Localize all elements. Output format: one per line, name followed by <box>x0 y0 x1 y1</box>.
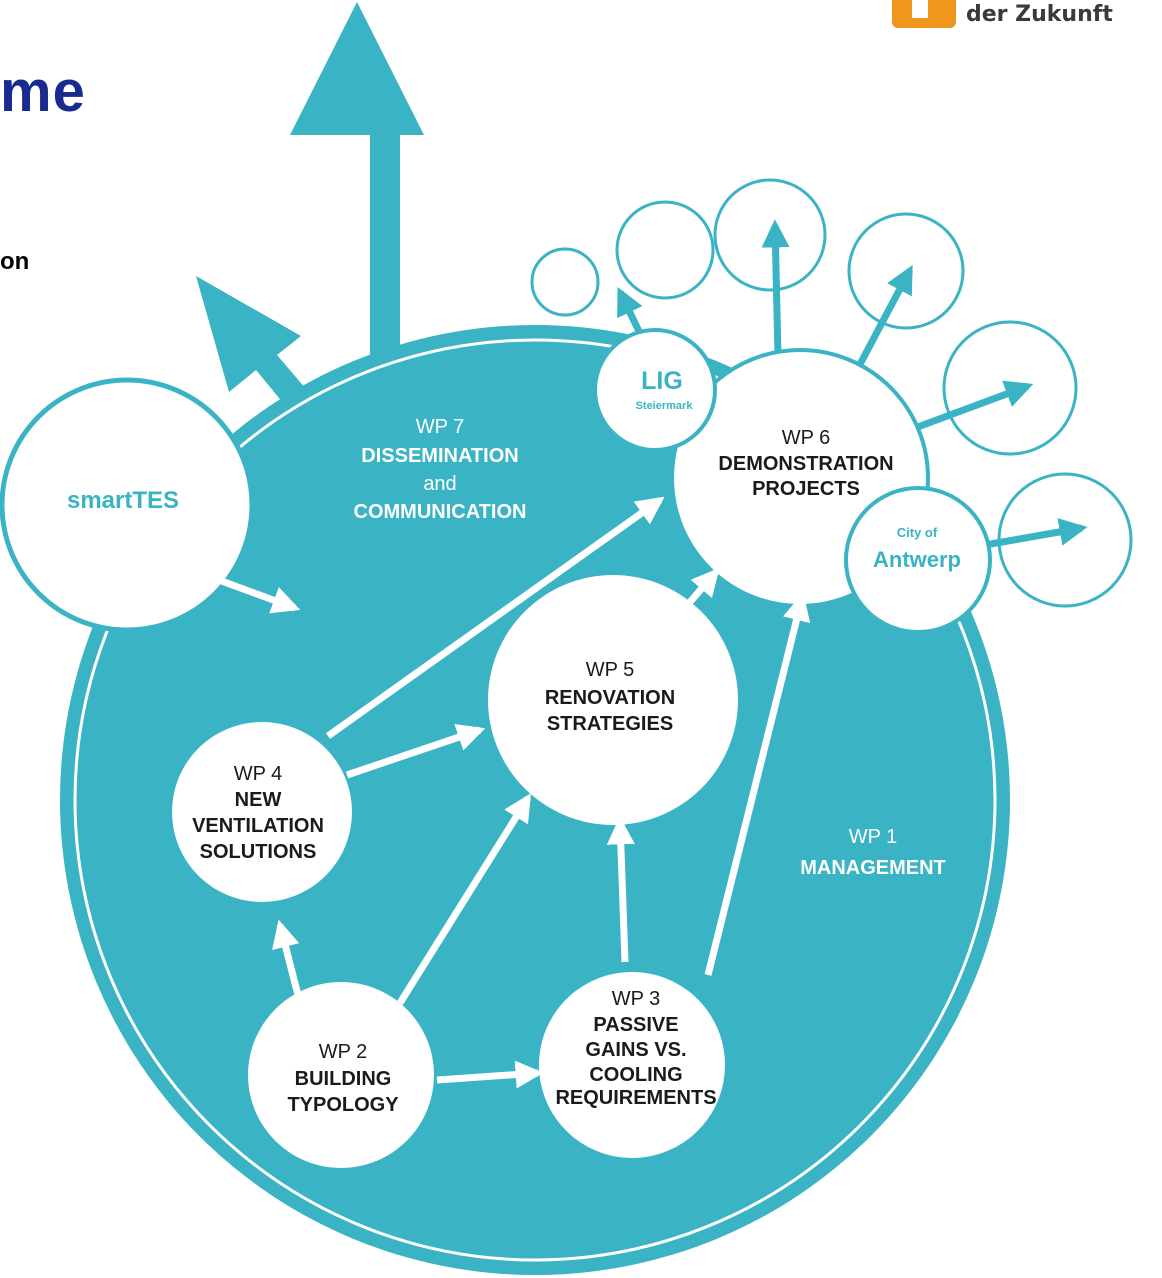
wp1-name: MANAGEMENT <box>800 857 946 879</box>
wp4-line1: NEW <box>235 789 282 811</box>
wp2-line1: BUILDING <box>295 1068 392 1090</box>
wp6-label: WP 6 DEMONSTRATION PROJECTS <box>718 427 893 500</box>
wp1-inner-ring <box>73 338 997 1262</box>
antwerp-label: City of Antwerp <box>873 525 961 572</box>
wp3-line2: GAINS VS. <box>585 1039 686 1061</box>
wp3-line1: PASSIVE <box>593 1014 678 1036</box>
antwerp-name: Antwerp <box>873 547 961 572</box>
wp1-label: WP 1 MANAGEMENT <box>800 826 946 879</box>
wp1-number: WP 1 <box>849 826 898 848</box>
logo-text: der Zukunft <box>966 2 1113 27</box>
wp3-label: WP 3 PASSIVE GAINS VS. COOLING REQUIREME… <box>555 988 716 1109</box>
antwerp-circle <box>844 486 992 634</box>
outer-circle-3 <box>713 178 827 292</box>
wp7-label: WP 7 DISSEMINATION and COMMUNICATION <box>354 416 527 523</box>
logo: der Zukunft <box>880 0 1162 40</box>
wp2-line2: TYPOLOGY <box>287 1094 399 1116</box>
wp5-line2: STRATEGIES <box>547 713 673 735</box>
wp6-number: WP 6 <box>782 427 831 449</box>
big-diagonal-arrow-icon <box>196 276 318 415</box>
lig-name: LIG <box>641 367 683 395</box>
wp5-number: WP 5 <box>586 659 635 681</box>
wp4-label: WP 4 NEW VENTILATION SOLUTIONS <box>192 763 324 863</box>
lig-label: LIG Steiermark <box>636 367 694 412</box>
wp3-number: WP 3 <box>612 988 661 1010</box>
wp7-number: WP 7 <box>416 416 465 438</box>
wp3-line4: REQUIREMENTS <box>555 1087 716 1109</box>
wp4-number: WP 4 <box>234 763 283 785</box>
outer-circle-2 <box>615 200 715 300</box>
wp2-circle <box>248 982 434 1168</box>
wp6-line1: DEMONSTRATION <box>718 453 893 475</box>
wp4-circle <box>172 722 352 902</box>
wp5-label: WP 5 RENOVATION STRATEGIES <box>545 659 675 735</box>
wp2-label: WP 2 BUILDING TYPOLOGY <box>287 1041 399 1116</box>
wp7-line2: and <box>423 473 456 495</box>
big-up-arrow-icon <box>290 2 424 392</box>
page-subtitle-fragment: on <box>0 248 30 275</box>
wp5-circle <box>488 575 738 825</box>
antwerp-pre: City of <box>897 525 938 540</box>
page-title-fragment: me <box>0 59 86 124</box>
wp4-line2: VENTILATION <box>192 815 324 837</box>
wp6-line2: PROJECTS <box>752 478 860 500</box>
wp3-line3: COOLING <box>589 1064 682 1086</box>
outer-circle-5 <box>942 320 1078 456</box>
logo-mark-icon <box>892 0 956 28</box>
wp4-line3: SOLUTIONS <box>200 841 317 863</box>
lig-circle <box>593 328 717 452</box>
smarttes-label: smartTES <box>67 487 179 514</box>
wp7-line1: DISSEMINATION <box>361 445 518 467</box>
outer-circle-1 <box>530 247 600 317</box>
wp2-number: WP 2 <box>319 1041 368 1063</box>
outer-circle-4 <box>847 212 965 330</box>
wp3-circle <box>539 972 725 1158</box>
wp5-line1: RENOVATION <box>545 687 675 709</box>
white-internal-arrows <box>172 496 811 1089</box>
dissemination-arrows <box>196 2 424 415</box>
lig-sub: Steiermark <box>636 400 694 412</box>
wp7-line3: COMMUNICATION <box>354 501 527 523</box>
